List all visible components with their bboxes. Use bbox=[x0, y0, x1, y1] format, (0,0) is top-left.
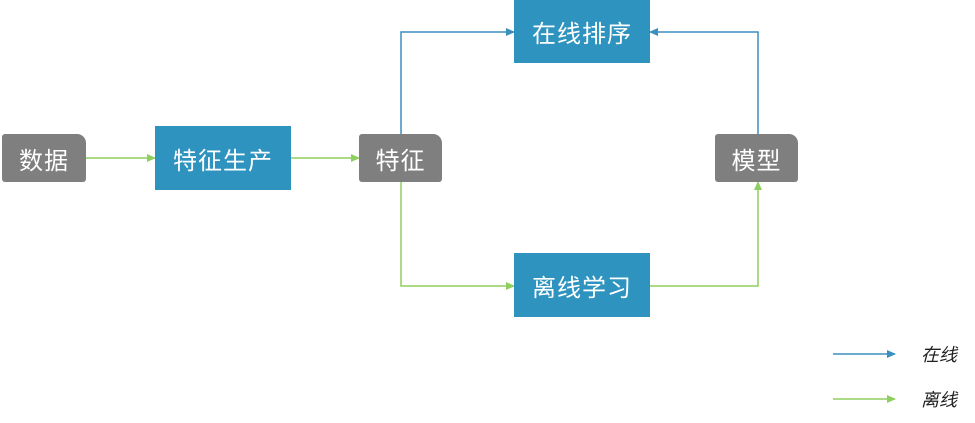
node-feature-production: 特征生产 bbox=[155, 126, 291, 190]
node-feature: 特征 bbox=[359, 134, 442, 182]
edge-feature-to-offline-learning bbox=[400, 182, 515, 290]
node-model-label: 模型 bbox=[731, 146, 782, 175]
node-feature-production-label: 特征生产 bbox=[173, 146, 273, 175]
edge-feature-to-online-ranking bbox=[400, 28, 515, 134]
node-offline-learning-label: 离线学习 bbox=[532, 273, 632, 302]
node-model: 模型 bbox=[715, 134, 798, 182]
node-feature-label: 特征 bbox=[375, 146, 426, 175]
edge-offline-learning-to-model bbox=[650, 181, 762, 287]
node-data-label: 数据 bbox=[19, 146, 69, 175]
node-offline-learning: 离线学习 bbox=[514, 253, 650, 317]
node-online-ranking: 在线排序 bbox=[514, 0, 650, 63]
edge-model-to-online-ranking bbox=[649, 28, 759, 134]
legend-online-label: 在线 bbox=[921, 345, 957, 366]
node-data: 数据 bbox=[2, 134, 86, 182]
node-online-ranking-label: 在线排序 bbox=[532, 20, 632, 48]
legend-offline-label: 离线 bbox=[921, 390, 957, 411]
